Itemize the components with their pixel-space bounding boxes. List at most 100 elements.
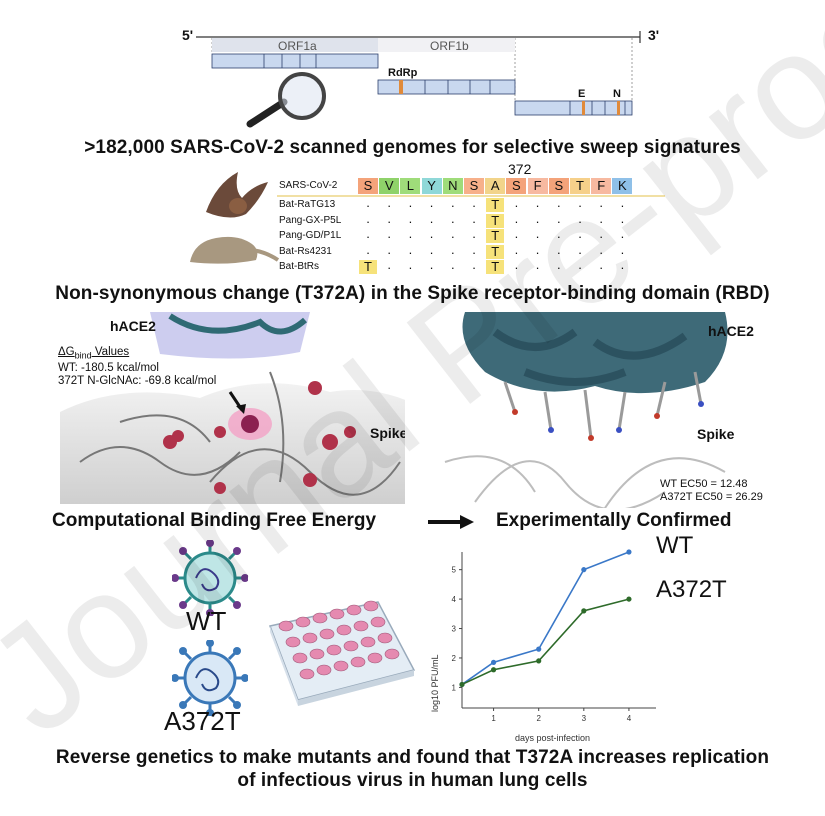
left-hace2-label: hACE2 [110, 318, 156, 334]
well [278, 620, 294, 632]
alignment-sequence-name: Bat-RaTG13 [279, 199, 336, 210]
conserved-residue-dot: . [514, 195, 519, 210]
right-hace2-label: hACE2 [708, 323, 754, 339]
wt-ec50: WT EC50 = 12.48 [660, 478, 748, 490]
well [336, 624, 352, 636]
conserved-residue-dot: . [514, 226, 519, 241]
conserved-residue-dot: . [472, 195, 476, 210]
well [329, 608, 345, 620]
chart-legend-mutant: A372T [656, 576, 727, 603]
headline-rbd-change: Non-synonymous change (T372A) in the Spi… [55, 283, 770, 304]
chart-x-tick-label: 1 [491, 714, 496, 723]
reference-residue: S [358, 178, 378, 194]
reference-residue: V [379, 178, 400, 194]
reference-residue: K [612, 178, 633, 194]
mutant-residue: T [486, 213, 505, 228]
bat-and-pangolin-icon [190, 172, 280, 264]
caption-experimental: Experimentally Confirmed [496, 510, 732, 531]
conserved-residue-dot: . [450, 210, 455, 226]
reference-residue: T [570, 178, 590, 194]
chart-point-mutant [626, 596, 632, 602]
well [343, 640, 359, 652]
conserved-residue-dot: . [472, 241, 476, 257]
conserved-residue-dot: . [429, 210, 434, 226]
dg-mutant-value: 372T N-GlcNAc: -69.8 kcal/mol [58, 375, 217, 388]
mutant-residue: T [486, 260, 505, 274]
left-structure-image [60, 312, 445, 504]
conserved-residue-dot: . [556, 226, 561, 241]
well [333, 660, 349, 672]
conserved-residue-dot: . [387, 195, 391, 210]
left-spike-label: Spike [370, 425, 408, 441]
chart-series-line-mutant [461, 598, 630, 686]
conserved-residue-dot: . [408, 257, 413, 272]
orf1a-label: ORF1a [278, 39, 317, 53]
conserved-residue-dot: . [472, 226, 476, 241]
well [353, 620, 369, 632]
chart-y-tick-label: 3 [452, 625, 457, 634]
conserved-residue-dot: . [578, 226, 582, 241]
chart-y-tick-label: 1 [452, 683, 457, 692]
orf1b-label: ORF1b [430, 39, 469, 53]
conserved-residue-dot: . [450, 195, 455, 210]
arrow-right-icon [428, 515, 474, 529]
well [312, 612, 328, 624]
conserved-residue-dot: . [535, 226, 540, 241]
chart-point-wt [626, 549, 632, 555]
caption-computational: Computational Binding Free Energy [52, 510, 377, 531]
chart-x-tick-label: 4 [627, 714, 632, 723]
well [309, 648, 325, 660]
conserved-residue-dot: . [387, 241, 391, 257]
conserved-residue-dot: . [578, 210, 582, 226]
well [367, 652, 383, 664]
conserved-residue-dot: . [578, 241, 582, 257]
conserved-residue-dot: . [620, 241, 625, 257]
well [346, 604, 362, 616]
conserved-residue-dot: . [366, 241, 370, 257]
reference-residue: A [485, 178, 506, 194]
right-spike-label: Spike [697, 426, 735, 442]
well [360, 636, 376, 648]
conserved-residue-dot: . [620, 210, 625, 226]
alignment-reference-name: SARS-CoV-2 [279, 180, 338, 191]
alignment-sequence-name: Bat-Rs4231 [279, 245, 332, 257]
chart-point-wt [490, 659, 497, 665]
chart-point-mutant [490, 667, 497, 673]
chart-legend-wt: WT [656, 532, 694, 559]
rdrp-label: RdRp [388, 67, 418, 79]
well [363, 600, 379, 612]
reference-residue: N [442, 178, 463, 194]
dg-wt-value: WT: -180.5 kcal/mol [58, 362, 159, 375]
reference-residue: S [548, 178, 569, 194]
reference-residue: S [464, 178, 484, 194]
conserved-residue-dot: . [535, 257, 540, 272]
conserved-residue-dot: . [408, 241, 413, 257]
mutant-residue: T [359, 260, 377, 274]
chart-x-axis-label: days post-infection [515, 733, 591, 743]
mutant-residue: T [486, 229, 505, 243]
wt-virus-label: WT [186, 606, 227, 636]
chart-point-mutant [581, 608, 587, 614]
conserved-residue-dot: . [599, 226, 603, 241]
conserved-residue-dot: . [514, 210, 519, 226]
conserved-residue-dot: . [578, 195, 582, 210]
well [285, 636, 301, 648]
conserved-residue-dot: . [408, 195, 413, 210]
mutant-virus-icon [172, 640, 248, 716]
conserved-residue-dot: . [514, 241, 519, 257]
conserved-residue-dot: . [535, 241, 540, 257]
conserved-residue-dot: . [366, 210, 370, 226]
conserved-residue-dot: . [599, 210, 603, 226]
conserved-residue-dot: . [450, 241, 455, 257]
chart-y-axis-label: log10 PFU/mL [430, 654, 440, 712]
ec50-block: WT EC50 = 12.48 A372T EC50 = 26.29 [660, 478, 763, 504]
conserved-residue-dot: . [556, 257, 561, 272]
headline-reverse-genetics-line2: of infectious virus in human lung cells [237, 770, 588, 791]
well [350, 656, 366, 668]
well [384, 648, 400, 660]
conserved-residue-dot: . [535, 210, 540, 226]
conserved-residue-dot: . [366, 195, 370, 210]
chart-x-tick-label: 2 [536, 714, 541, 723]
conserved-residue-dot: . [408, 226, 413, 241]
genome-diagram [196, 31, 641, 116]
